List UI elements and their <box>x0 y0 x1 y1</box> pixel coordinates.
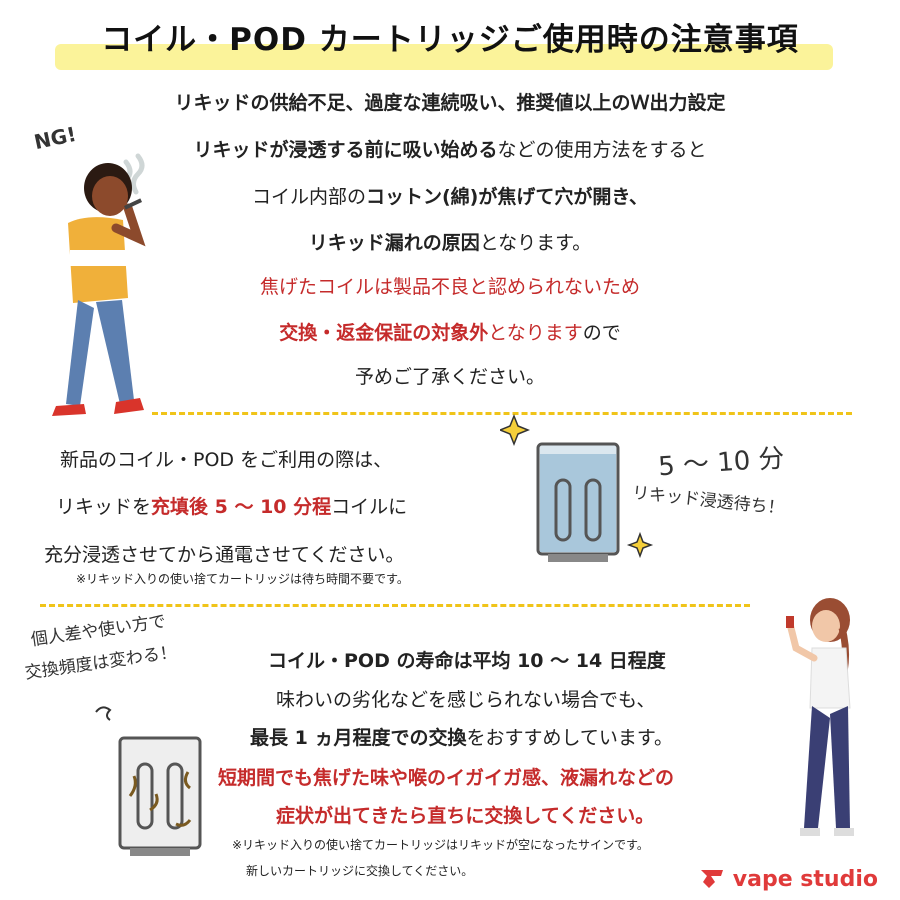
vape-studio-logo[interactable]: vape studio <box>699 867 878 892</box>
used-coil-right <box>166 762 184 830</box>
used-coil-left <box>136 762 154 830</box>
s2-note: ※リキッド入りの使い捨てカートリッジは待ち時間不要です。 <box>76 572 409 586</box>
s1-line2: リキッドが浸透する前に吸い始めるなどの使用方法をすると <box>0 135 900 162</box>
s1-line3-pre: コイル内部の <box>251 186 366 208</box>
logo-mark-icon <box>701 870 724 888</box>
divider-1 <box>152 412 852 415</box>
s1-line2-bold: リキッドが浸透する前に吸い始める <box>193 139 498 161</box>
woman-shirt <box>809 647 851 709</box>
s2-line2-bold: 充填後 5 ～ 10 分程 <box>151 496 332 518</box>
woman-leg-right <box>830 706 850 828</box>
s1-line4-bold: リキッド漏れの原因 <box>308 232 480 254</box>
s1-line3: コイル内部のコットン(綿)が焦げて穴が開き、 <box>0 182 900 209</box>
s3-line3: 最長 1 ヵ月程度での交換をおすすめしています。 <box>250 723 673 750</box>
s2-line2: リキッドを充填後 5 ～ 10 分程コイルに <box>56 492 407 519</box>
s1-line7: 予めご了承ください。 <box>354 366 545 388</box>
s3-line5: 症状が出てきたら直ちに交換してください。 <box>276 805 655 827</box>
s2-line3: 充分浸透させてから通電させてください。 <box>44 544 405 566</box>
woman-face <box>812 610 840 642</box>
s2-line2-rest: コイルに <box>331 496 408 518</box>
divider-2 <box>40 604 750 607</box>
s3-line1: コイル・POD の寿命は平均 10 ～ 14 日程度 <box>268 650 666 672</box>
used-cartridge-illustration <box>95 706 202 856</box>
s3-line3-bold: 最長 1 ヵ月程度での交換 <box>250 727 467 749</box>
cartridge-base <box>548 554 608 562</box>
new-cartridge-illustration <box>500 413 654 562</box>
man-face <box>92 176 128 216</box>
s3-line3-rest: をおすすめしています。 <box>466 727 673 749</box>
s1-line1: リキッドの供給不足、過度な連続吸い、推奨値以上のＷ出力設定 <box>174 92 726 114</box>
title-wrap: コイル・POD カートリッジご使用時の注意事項 <box>0 14 900 59</box>
woman-leg-left <box>804 706 830 828</box>
coil-right <box>584 478 602 542</box>
s2-line2-pre: リキッドを <box>56 496 152 518</box>
man-leg-left <box>66 300 94 406</box>
s1-line2-rest: などの使用方法をすると <box>497 139 707 161</box>
s2-line1: 新品のコイル・POD をご利用の際は、 <box>60 449 393 471</box>
s1-line6-red: となります <box>488 322 583 344</box>
woman-shoe-left <box>800 828 820 836</box>
s3-note2: 新しいカートリッジに交換してください。 <box>246 864 474 878</box>
man-shoe-right <box>114 398 144 414</box>
man-shirt-stripe <box>70 250 128 266</box>
woman-shoe-right <box>834 828 854 836</box>
used-cartridge-base <box>130 848 190 856</box>
s3-line2: 味わいの劣化などを感じられない場合でも、 <box>276 689 656 711</box>
ng-man-illustration <box>52 153 146 416</box>
wait-time-title: 5 ～ 10 分 <box>657 443 786 483</box>
s1-line3-bold: コットン(綿)が焦げて穴が開き、 <box>365 186 649 208</box>
coil-left <box>554 478 572 542</box>
cartridge-liquid <box>540 454 616 552</box>
man-shoe-left <box>52 404 86 416</box>
s1-line6: 交換・返金保証の対象外となりますので <box>0 318 900 345</box>
vape-device-icon <box>786 616 794 628</box>
vape-device-icon <box>124 198 143 210</box>
man-leg-right <box>96 300 134 404</box>
sparkle-icon <box>626 531 654 559</box>
woman-arm <box>786 620 818 662</box>
logo-text: vape studio <box>732 867 878 892</box>
page-title: コイル・POD カートリッジご使用時の注意事項 <box>101 22 799 58</box>
s1-line5: 焦げたコイルは製品不良と認められないため <box>259 276 640 298</box>
s1-line4: リキッド漏れの原因となります。 <box>0 228 900 255</box>
s3-note1: ※リキッド入りの使い捨てカートリッジはリキッドが空になったサインです。 <box>232 838 649 852</box>
s1-line6-rest: ので <box>582 322 621 344</box>
sigh-icon <box>95 706 112 721</box>
s1-line6-bold: 交換・返金保証の対象外 <box>279 322 489 344</box>
s3-line4: 短期間でも焦げた味や喉のイガイガ感、液漏れなどの <box>218 767 675 789</box>
title-highlight <box>55 44 833 70</box>
burn-marks <box>128 771 192 827</box>
s1-line4-rest: となります。 <box>479 232 592 254</box>
woman-illustration <box>786 598 854 836</box>
sparkle-icon <box>500 413 531 447</box>
